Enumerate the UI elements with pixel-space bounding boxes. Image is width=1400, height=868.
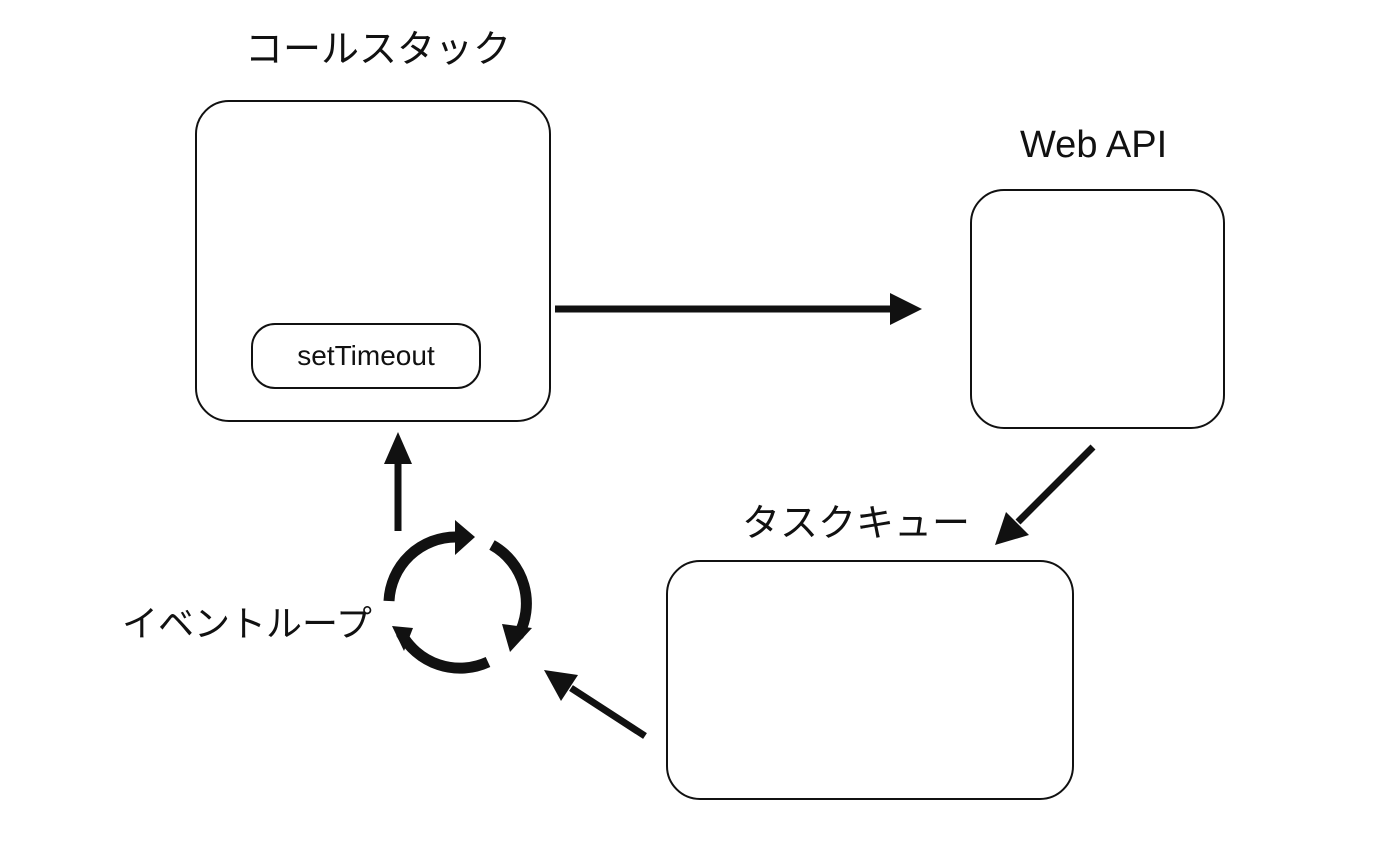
task-queue-box	[666, 560, 1074, 800]
settimeout-item: setTimeout	[251, 323, 481, 389]
call-stack-title: コールスタック	[245, 27, 512, 71]
arrow-down-left-icon	[995, 444, 1096, 545]
arrow-right-icon	[555, 293, 922, 325]
settimeout-label: setTimeout	[297, 340, 435, 371]
task-queue-title: タスクキュー	[742, 501, 971, 545]
event-loop-label: イベントループ	[122, 604, 372, 645]
web-api-title: Web API	[1020, 124, 1168, 166]
cycle-arrowheads	[392, 520, 532, 652]
arrow-up-icon	[384, 432, 412, 531]
cycle-arrows-icon	[383, 531, 532, 674]
arrow-up-left-icon	[544, 670, 647, 739]
web-api-box	[970, 189, 1225, 429]
